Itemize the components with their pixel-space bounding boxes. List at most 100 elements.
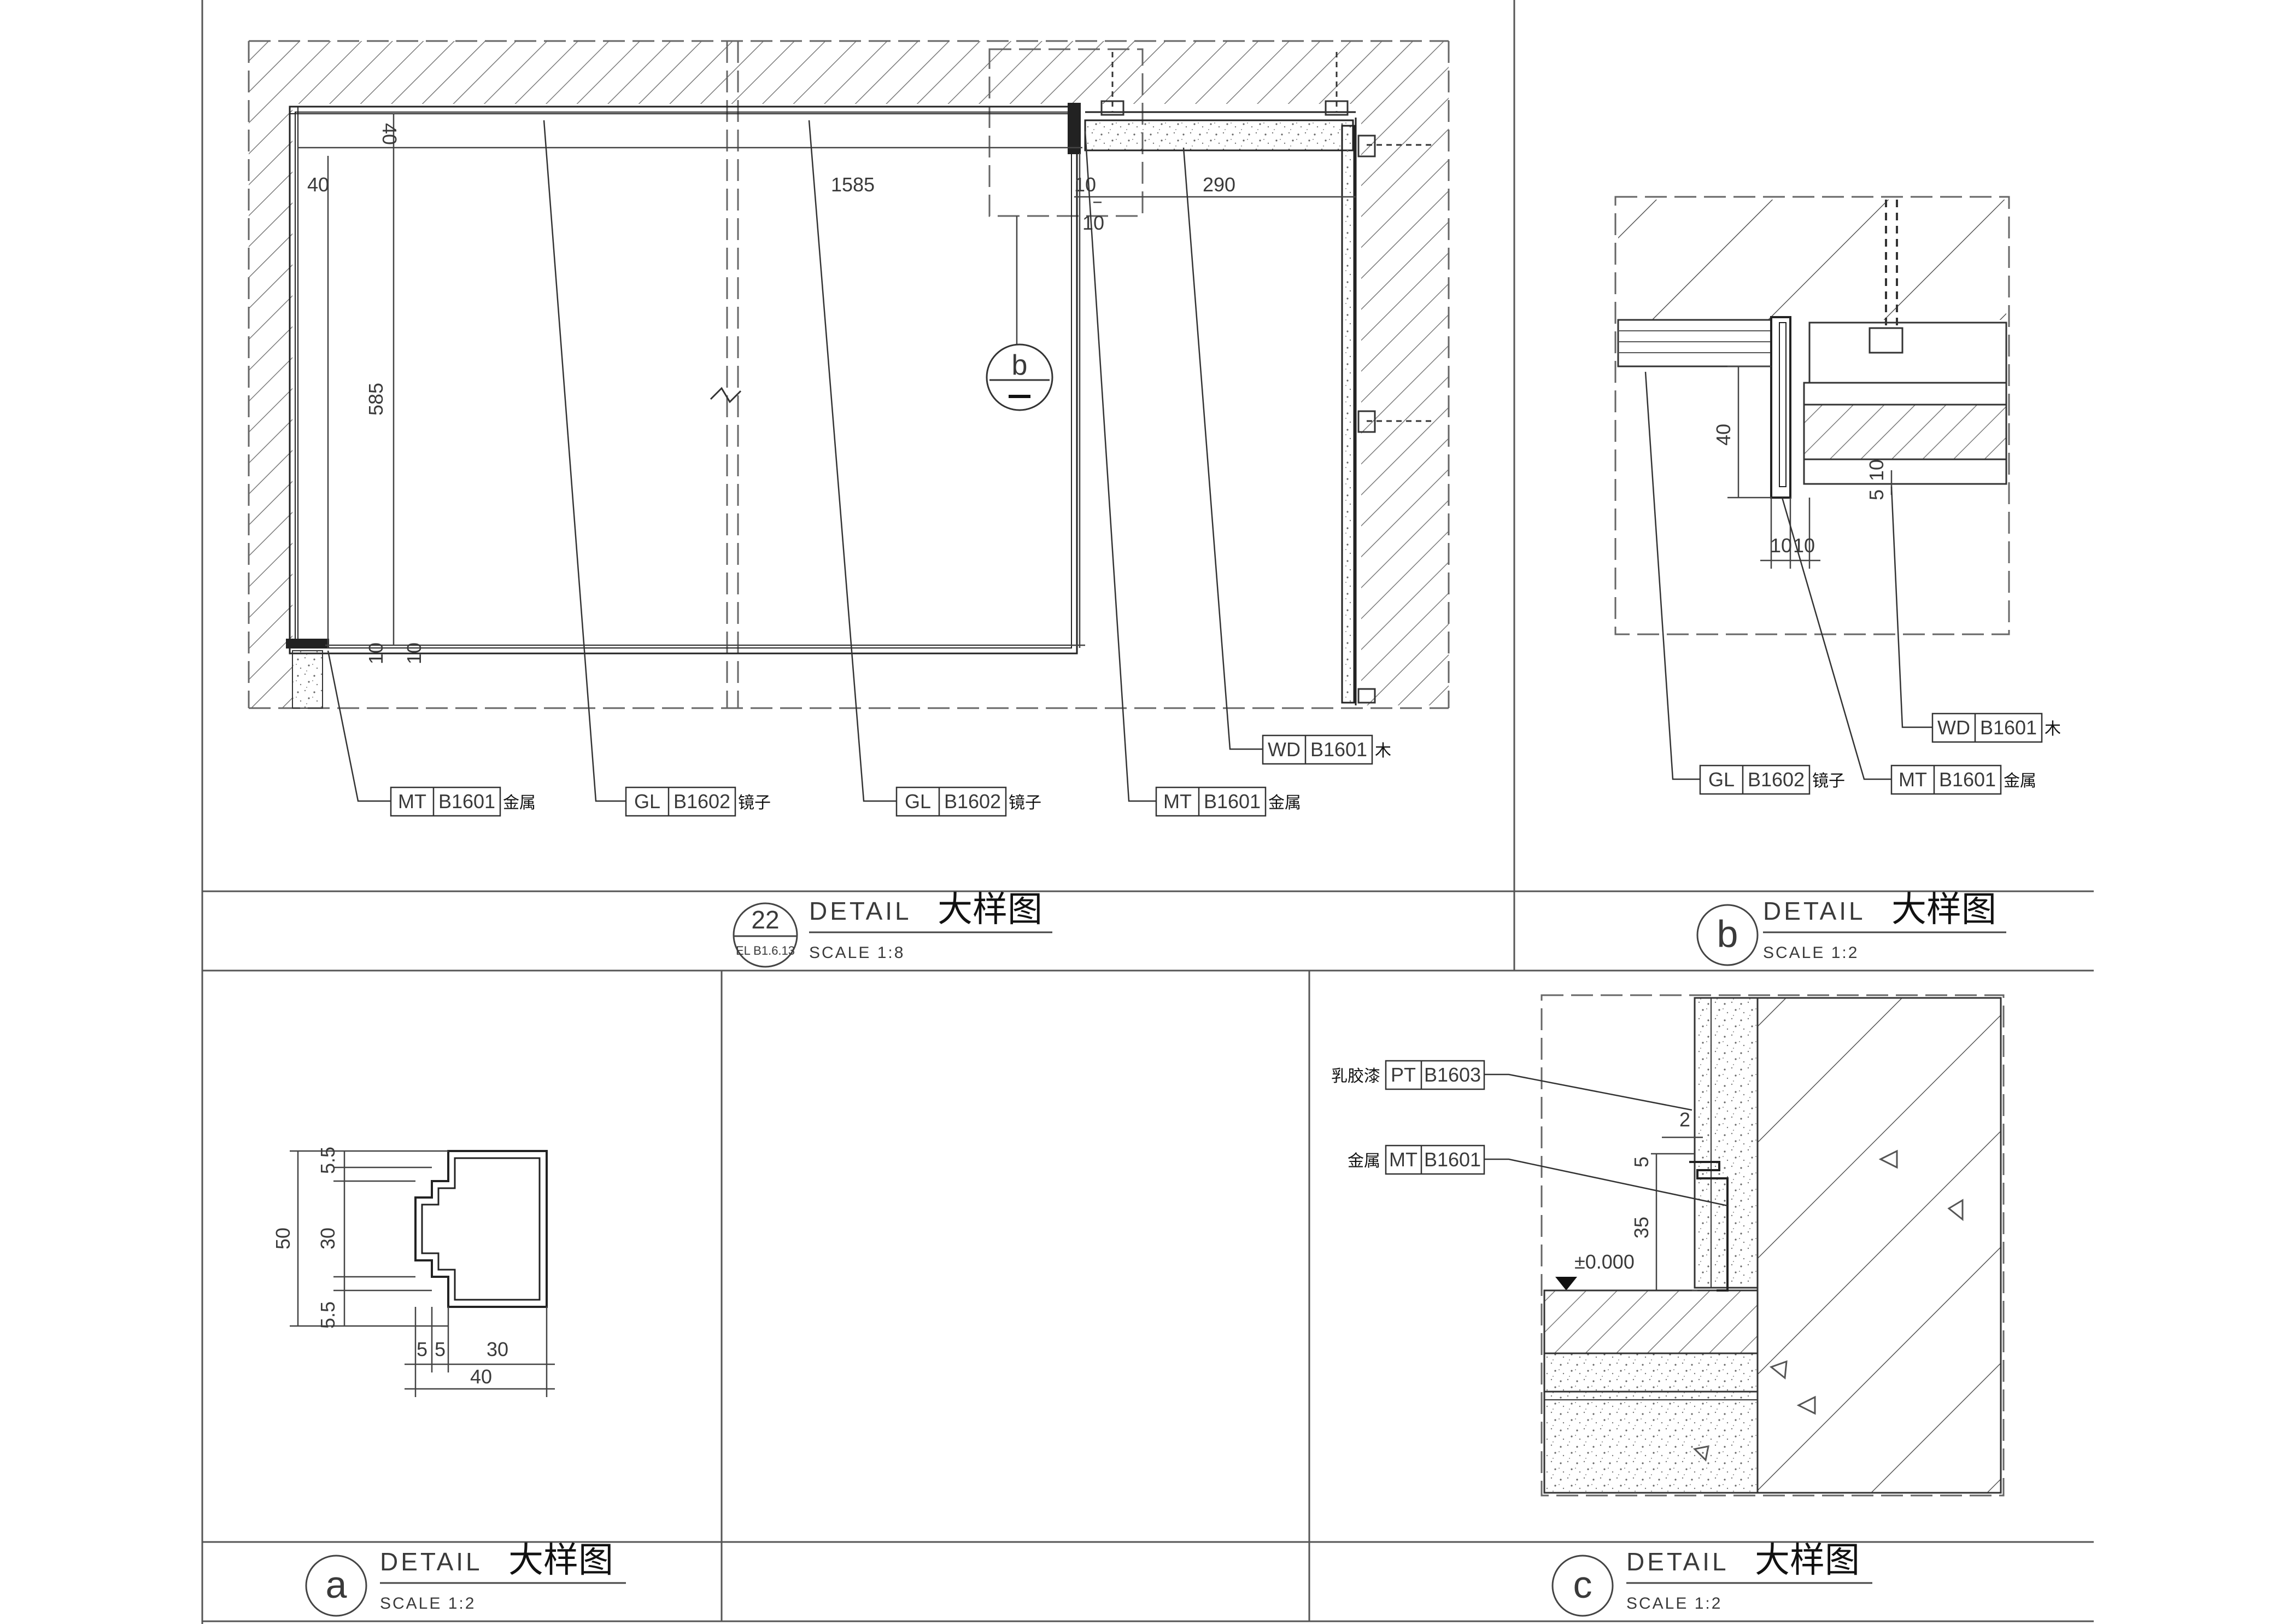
tag-ref: B1601 [1424,1148,1481,1171]
tag-material: 金属 [1348,1152,1380,1171]
tag-ref: B1601 [438,790,495,813]
material-tag-pt-b1603[interactable]: PT B1603 乳胶漆 [1331,1060,1485,1090]
callout-bubble-b[interactable]: b [986,343,1053,411]
break-symbol [710,387,742,404]
dimension-lines [290,1150,555,1397]
tag-ref: B1601 [1939,768,1996,791]
tag-material: 镜子 [1009,793,1041,813]
detail-title-cn: 大样图 [1755,1540,1860,1581]
tag-code: GL [905,790,931,813]
material-tag-wd-b1601[interactable]: WD B1601 木 [1931,712,2061,743]
dim-40: 40 [1712,424,1735,446]
detail-b-drawing: 40 10 10 10 5 WD B1601 木 GL B1602 镜子 [1614,196,2061,966]
tag-material: 金属 [1268,793,1301,813]
tag-code: GL [634,790,660,813]
detail-scale: SCALE 1:2 [380,1594,476,1613]
material-tag-mt-b1601[interactable]: MT B1601 金属 [1890,764,2036,795]
leader-lines [1644,371,1932,780]
dim-5-b: 5 [435,1338,446,1360]
detail-title-en: DETAIL [1626,1547,1729,1576]
detail-label: c [1573,1563,1592,1606]
leader-lines [1484,1073,1728,1207]
material-tag-mt-b1601[interactable]: MT B1601 金属 [390,786,536,817]
dim-40: 40 [470,1365,492,1388]
material-tag-gl-b1602[interactable]: GL B1602 镜子 [895,786,1041,817]
title-block-detail-b: b DETAIL 大样图 SCALE 1:2 [1696,890,2006,966]
detail-title-en: DETAIL [1763,897,1866,925]
detail-b-break-boundary [1614,196,2010,635]
tag-ref: B1603 [1424,1064,1481,1086]
material-tag-mt-b1601[interactable]: MT B1601 金属 [1155,786,1301,817]
title-block-detail-c: c DETAIL 大样图 SCALE 1:2 [1551,1540,1872,1617]
dim-10-a: 10 [1074,173,1096,196]
detail-title-en: DETAIL [380,1547,483,1576]
tag-material: 镜子 [738,793,771,813]
wall-anchor-bolts [1100,52,1432,704]
material-tag-gl-b1602[interactable]: GL B1602 镜子 [1699,764,1845,795]
metal-channel [1770,316,1791,499]
tag-ref: B1601 [1310,738,1367,761]
dim-50: 50 [272,1228,294,1249]
detail-title-cn: 大样图 [1891,890,1996,930]
level-value: ±0.000 [1574,1251,1635,1273]
tag-ref: B1602 [1748,768,1805,791]
concrete-aggregate [1692,1149,1964,1462]
tag-material: 金属 [2004,772,2036,791]
wall-hatch-left [249,41,292,708]
plywood-layers [1803,404,2007,460]
wall-hatch-right [1361,104,1449,705]
dim-5-5-bottom: 5.5 [317,1301,339,1329]
dim-10-c: 10 [365,642,387,664]
tag-material: 木 [2045,720,2061,739]
dim-30-vertical: 30 [317,1228,339,1249]
wood-panel [1084,111,1357,705]
dim-5: 5 [1865,489,1888,500]
material-tag-gl-b1602[interactable]: GL B1602 镜子 [625,786,771,817]
tag-material: 金属 [503,793,536,813]
dim-1585: 1585 [831,173,875,196]
material-tag-wd-b1601[interactable]: WD B1601 木 [1262,734,1391,765]
tag-code: WD [1937,716,1970,739]
detail-title-cn: 大样图 [938,890,1042,930]
floor-slab [1543,1391,1759,1494]
tag-material: 木 [1375,741,1391,761]
tag-code: MT [1389,1148,1418,1171]
title-block-detail-22: 22 EL B1.6.13 DETAIL 大样图 SCALE 1:8 [733,890,1052,968]
material-tag-mt-b1601[interactable]: MT B1601 金属 [1348,1144,1485,1175]
leader-lines [327,120,1263,802]
wood-layers [1617,319,1772,367]
wood-grain [1618,330,1771,353]
detail-scale: SCALE 1:2 [1763,944,1859,962]
detail-title-cn: 大样图 [508,1540,613,1581]
callout-label: b [1012,349,1028,381]
tag-material: 乳胶漆 [1331,1067,1380,1086]
floor-screed [1543,1289,1759,1354]
dim-5-5-top: 5.5 [317,1147,339,1174]
dim-290: 290 [1203,173,1235,196]
dim-40-left: 40 [307,173,329,196]
mirror-frame-outline [286,103,1081,655]
tag-code: MT [398,790,426,813]
dim-30-horizontal: 30 [487,1338,508,1360]
detail-ref-number: 22 [751,906,779,934]
tag-code: WD [1268,738,1301,761]
plaster-layer [1694,997,1759,1289]
tag-material: 镜子 [1812,772,1845,791]
wall-hatch-top [292,41,1449,104]
detail-ref-sheet: EL B1.6.13 [736,944,795,957]
tag-ref: B1602 [944,790,1001,813]
detail-a-drawing: 5.5 5.5 30 50 5 5 30 40 a DETAIL 大样图 SCA… [272,1147,626,1617]
title-block-detail-a: a DETAIL 大样图 SCALE 1:2 [305,1540,626,1617]
tag-code: MT [1899,768,1927,791]
dim-10-a: 10 [1770,534,1792,557]
tag-code: MT [1163,790,1192,813]
dim-10-c: 10 [1865,459,1888,481]
dim-5-a: 5 [417,1338,427,1360]
ceiling-hatch [1618,200,2006,320]
tag-ref: B1601 [1980,716,2037,739]
detail-scale: SCALE 1:2 [1626,1594,1722,1613]
level-marker: ±0.000 [1550,1251,1692,1292]
wall-concrete-block [292,650,323,709]
floor-mortar [1543,1352,1759,1393]
